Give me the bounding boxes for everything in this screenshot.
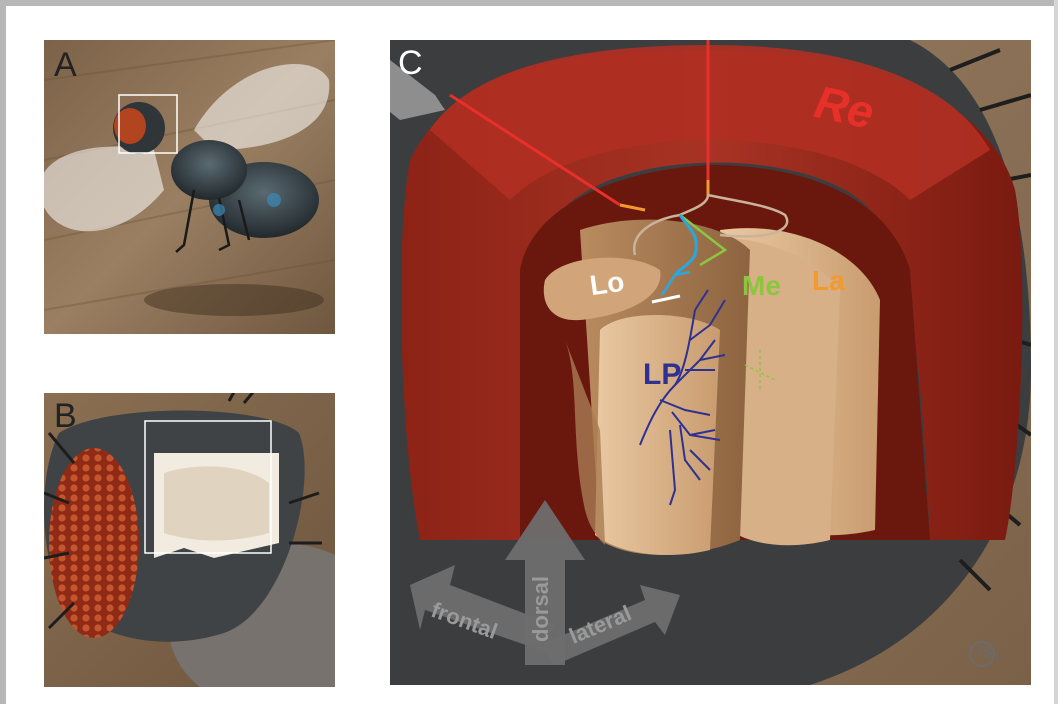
medulla-label: Me (742, 270, 781, 302)
frame-left-border (0, 0, 6, 704)
panel-b-label: B (54, 397, 77, 436)
lamina-label: La (812, 265, 845, 297)
fly-thorax (171, 140, 247, 200)
fly-illustration (44, 40, 335, 334)
signature-mark-text: S (983, 646, 993, 662)
signature-number: 11 (994, 652, 1007, 663)
panel-a-fly: A (44, 40, 335, 334)
panel-c-label: C (398, 44, 423, 83)
optic-lobe-diagram (390, 40, 1031, 685)
lobula-plate-label: LP (643, 358, 681, 392)
panel-b-head-cutaway: B (44, 393, 335, 687)
frame-right-border (1054, 0, 1058, 704)
head-illustration (44, 393, 335, 687)
fly-shadow (144, 284, 324, 316)
dorsal-axis-label: dorsal (528, 576, 554, 642)
frame-top-border (0, 0, 1058, 6)
compound-eye (49, 448, 139, 638)
panel-c-optic-lobe: C Re La Me Lo LP frontal dorsal lateral … (390, 40, 1031, 685)
panel-a-label: A (54, 46, 77, 85)
lobula-label: Lo (588, 266, 626, 302)
